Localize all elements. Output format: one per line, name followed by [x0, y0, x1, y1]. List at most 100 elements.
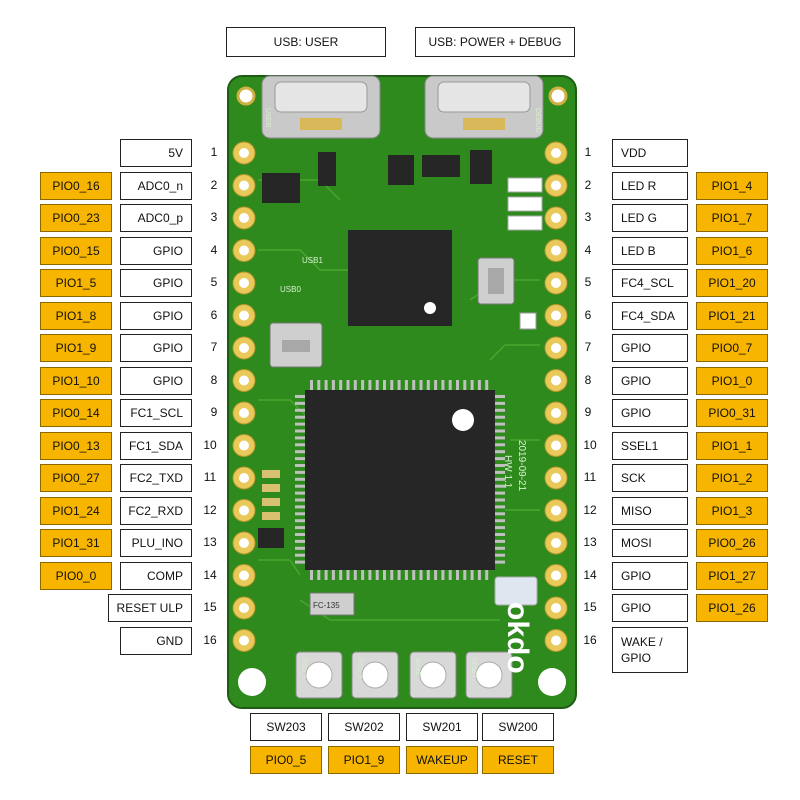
mcu-pin — [441, 570, 445, 580]
mcu-pin — [397, 570, 401, 580]
left-function-label: FC1_SDA — [120, 431, 192, 460]
left-pio-label: PIO0_15 — [40, 236, 112, 265]
edge-pad-hole — [239, 603, 249, 613]
mcu-pin — [375, 380, 379, 390]
right-pin-number: 15 — [583, 600, 597, 614]
left-pin-number: 15 — [203, 600, 217, 614]
mcu-pin — [448, 380, 452, 390]
mcu-pin — [324, 380, 328, 390]
right-pin-number: 9 — [584, 405, 592, 419]
button-silk-label: WAKE — [414, 658, 420, 675]
mcu-pin — [485, 570, 489, 580]
silk-debug: DEBUG — [534, 108, 541, 133]
mcu-pin — [353, 570, 357, 580]
edge-pad-hole — [551, 473, 561, 483]
left-pio-label: PIO1_9 — [40, 334, 112, 362]
edge-pad-hole — [551, 440, 561, 451]
mcu-pin — [339, 380, 343, 390]
mcu-pin — [463, 380, 467, 390]
left-function-label: GPIO — [120, 301, 192, 330]
right-function-label: LED B — [612, 236, 688, 265]
mcu-pin — [295, 464, 305, 467]
mount-hole — [548, 86, 568, 106]
mcu-pin — [295, 422, 305, 426]
mcu-pin — [495, 408, 505, 412]
tactile-button[interactable]: PIO1_9 — [351, 651, 399, 699]
mcu-pin — [495, 436, 505, 440]
mcu-pin — [404, 380, 408, 390]
power-led — [519, 312, 537, 330]
button-silk-label: PIO0_5 — [300, 658, 306, 679]
left-function-label: GPIO — [120, 366, 192, 395]
mcu-pin — [310, 380, 313, 390]
left-pin-number: 10 — [203, 437, 217, 452]
edge-pad-hole — [239, 473, 249, 483]
mcu-pin — [495, 505, 505, 509]
left-pin-number: 4 — [210, 242, 218, 257]
mount-hole — [538, 668, 566, 696]
right-function-label: MOSI — [612, 529, 688, 557]
left-pin-number: 5 — [210, 275, 218, 289]
tactile-button[interactable]: RESET — [465, 651, 513, 699]
mcu-pin — [295, 450, 305, 454]
tactile-button[interactable]: WAKE — [409, 651, 457, 699]
right-pin-number: 12 — [583, 502, 597, 517]
right-pio-label: PIO1_7 — [696, 204, 768, 232]
mcu-pin — [295, 429, 305, 433]
regulator-chip — [262, 173, 300, 203]
mcu-pin — [412, 380, 416, 390]
mcu-pin — [295, 477, 305, 481]
edge-pad-hole — [239, 570, 249, 581]
edge-pad-hole — [551, 538, 561, 548]
right-function-label: FC4_SCL — [612, 269, 688, 297]
right-pin-number: 7 — [584, 340, 592, 354]
right-pin-number: 16 — [583, 632, 597, 647]
edge-pad-hole — [551, 278, 561, 288]
mcu-pin — [495, 470, 505, 474]
right-pin-number: 14 — [583, 567, 597, 582]
usb-power-debug-label: USB: POWER + DEBUG — [415, 27, 575, 57]
mcu-pin — [397, 380, 401, 390]
mcu-pin — [477, 380, 481, 390]
left-pio-label: PIO0_13 — [40, 431, 112, 460]
rtc-crystal — [309, 592, 355, 616]
mcu-pin — [404, 570, 408, 580]
edge-pad-hole — [239, 635, 249, 646]
diode — [422, 155, 460, 177]
mcu-pin — [295, 484, 305, 488]
tactile-button[interactable]: PIO0_5 — [295, 651, 343, 699]
right-function-label: GPIO — [612, 366, 688, 395]
right-function-label: WAKE / GPIO — [612, 626, 688, 673]
switch-name-label: SW203 — [250, 713, 322, 741]
mcu-pin — [295, 470, 305, 474]
resistor-array — [262, 470, 280, 520]
mcu-pin — [426, 380, 430, 390]
left-function-label: GPIO — [120, 236, 192, 265]
right-pio-label: PIO0_7 — [696, 334, 768, 362]
left-pio-label: PIO0_27 — [40, 464, 112, 492]
mcu-pin — [495, 533, 505, 536]
button-silk-label: RESET — [470, 658, 476, 678]
mcu-pin — [495, 526, 505, 530]
edge-pad-hole — [551, 375, 561, 386]
mcu-pin — [361, 570, 365, 580]
left-pio-label: PIO0_23 — [40, 204, 112, 232]
mcu-pin — [434, 570, 438, 580]
mcu-pin — [495, 546, 505, 550]
mcu-pin — [295, 401, 305, 405]
mcu-pin — [495, 395, 505, 398]
mcu-pin — [339, 570, 343, 580]
left-function-label: FC1_SCL — [120, 399, 192, 427]
left-pio-label: PIO0_14 — [40, 399, 112, 427]
mcu-pin — [295, 539, 305, 543]
left-pio-label: PIO0_0 — [40, 561, 112, 590]
left-pin-number: 16 — [203, 632, 217, 647]
main-mcu-pins — [295, 380, 505, 580]
mcu-pin — [495, 457, 505, 461]
left-function-label: ADC0_p — [120, 204, 192, 232]
right-function-label: MISO — [612, 496, 688, 525]
mcu-pin — [361, 380, 365, 390]
mcu-pin — [295, 512, 305, 516]
pin1-marker — [452, 409, 474, 431]
mcu-pin — [456, 380, 459, 390]
